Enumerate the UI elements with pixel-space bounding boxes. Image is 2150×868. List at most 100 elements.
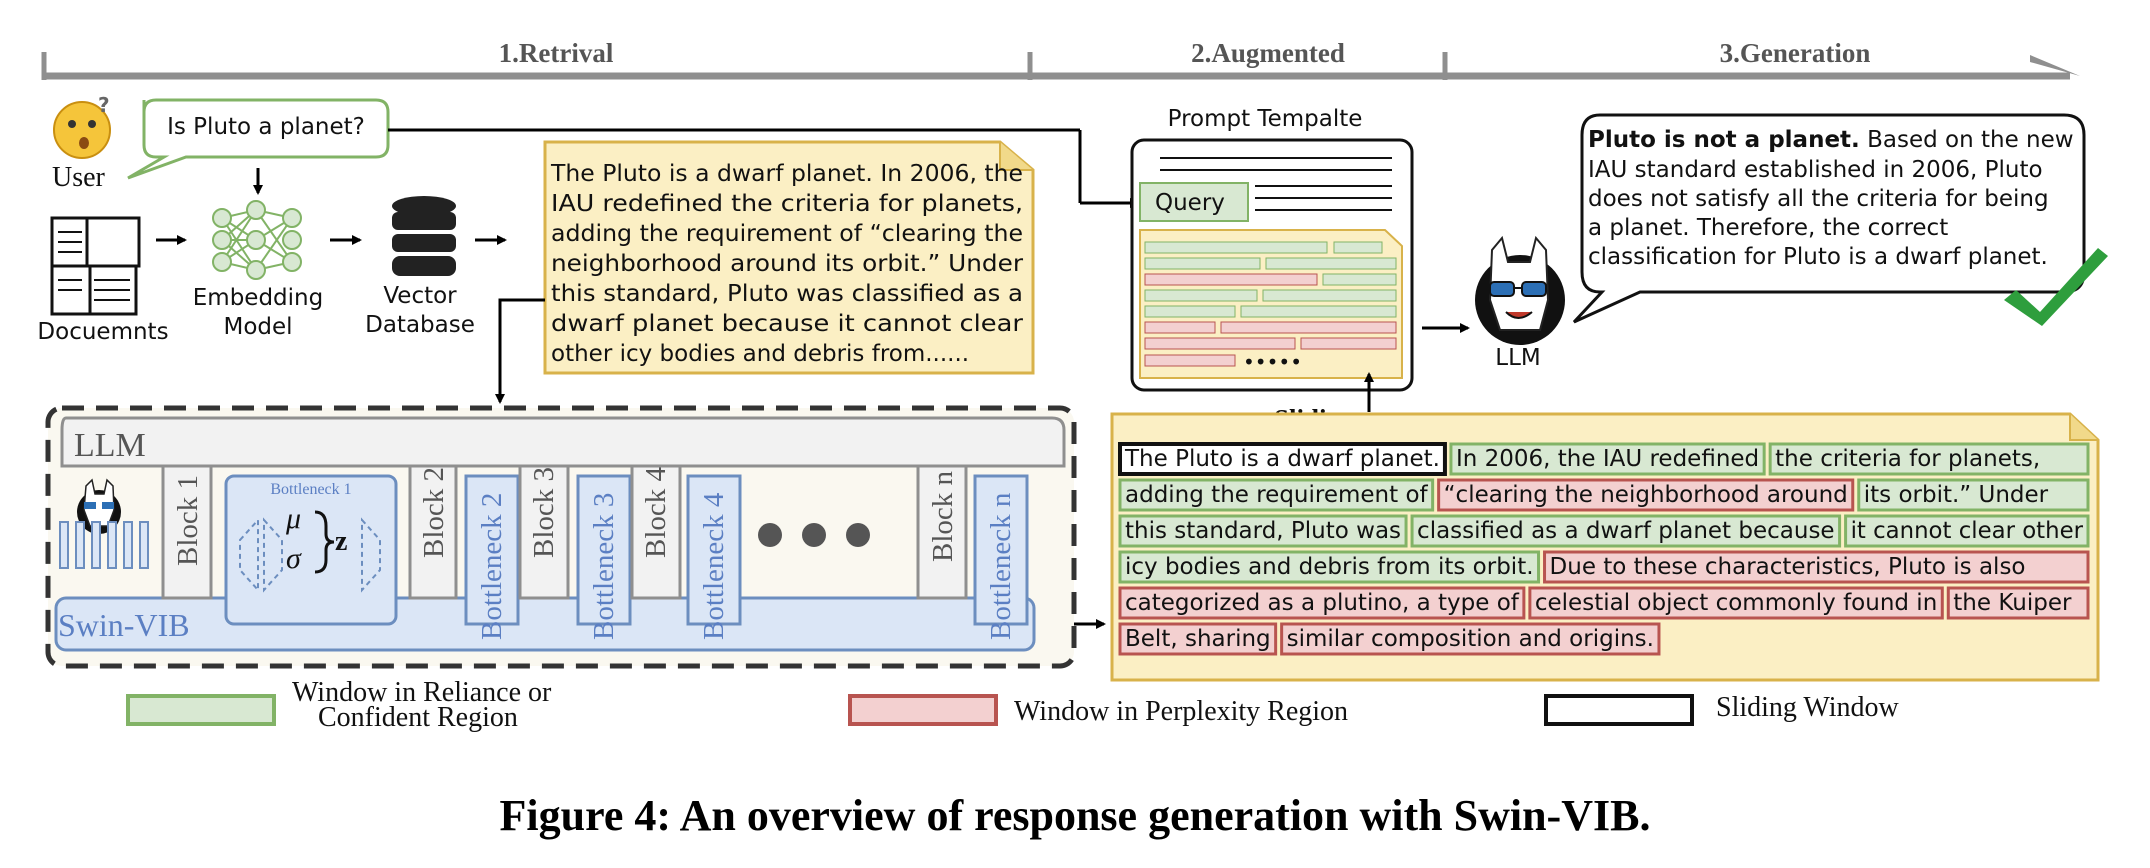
swin-vib-model-panel: LLM Swin-VIB Block 1 Block 2 Block 3 Blo…	[45, 405, 1077, 669]
sliding-segment-text: categorized as a plutino, a type of	[1125, 590, 1520, 616]
sliding-segment-text: Belt, sharing	[1125, 626, 1271, 652]
sliding-segment-box	[1946, 586, 2090, 620]
prompt-template-title: Prompt Tempalte	[1168, 106, 1363, 132]
database-icon	[392, 196, 456, 276]
vector-db-label-line1: Vector	[383, 283, 457, 309]
legend-black-label: Sliding Window	[1716, 692, 1899, 723]
llm-bar	[60, 416, 1066, 468]
sliding-segment-text: classified as a dwarf planet because	[1417, 518, 1835, 544]
block-n	[916, 464, 968, 600]
sliding-window-segments: The Pluto is a dwarf planet. In 2006, the…	[1118, 442, 2090, 656]
sliding-segment-text: Due to these characteristics, Pluto is a…	[1550, 554, 2026, 580]
ellipsis-dot	[758, 523, 782, 547]
sliding-segment-text: it cannot clear other	[1851, 518, 2084, 544]
sliding-segment-green: it cannot clear other	[1844, 514, 2090, 548]
retrieved-doc-line: IAU redefined the criteria for planets,	[551, 191, 1023, 217]
query-slot	[1139, 182, 1249, 222]
doc-to-model-arrow	[495, 298, 545, 404]
checkmark-icon	[2004, 248, 2108, 326]
phase-timeline: 1.Retrival 2.Augmented 3.Generation	[41, 38, 2080, 80]
legend-black-swatch	[1544, 694, 1694, 726]
block-label: Block 1	[172, 475, 204, 566]
llm-label: LLM	[1495, 345, 1540, 371]
mu-symbol: μ	[285, 502, 301, 535]
sliding-segment-box	[1768, 442, 2090, 476]
legend: Window in Reliance or Confident Region W…	[126, 677, 1899, 733]
sliding-segment-box	[1118, 550, 1541, 584]
ellipsis-dot	[802, 523, 826, 547]
bottleneck-1-label: Bottleneck 1	[270, 481, 351, 498]
retrieved-document: The Pluto is a dwarf planet. In 2006, th…	[543, 140, 1035, 375]
phase-label-generation: 3.Generation	[1720, 38, 1871, 68]
sigma-symbol: σ	[286, 542, 302, 575]
sliding-segment-text: its orbit.” Under	[1864, 482, 2049, 508]
answer-line: does not satisfy all the criteria for be…	[1588, 186, 2049, 212]
answer-line: IAU standard established in 2006, Pluto	[1588, 157, 2043, 183]
sliding-segment-box	[1118, 586, 1526, 620]
sliding-segment-green: the criteria for planets,	[1768, 442, 2090, 476]
retrieved-doc-line: dwarf planet because it cannot clear	[551, 311, 1024, 337]
answer-bubble: Pluto is not a planet. Based on the new …	[1572, 113, 2086, 324]
retrieved-doc-line: The Pluto is a dwarf planet. In 2006, th…	[550, 161, 1023, 187]
sliding-segment-box	[1118, 514, 1408, 548]
thinking-face-icon	[53, 101, 111, 159]
sliding-segment-text: the Kuiper	[1953, 590, 2072, 616]
question-bubble: Is Pluto a planet?	[127, 98, 390, 180]
sliding-segment-red: similar composition and origins.	[1280, 622, 1661, 656]
sliding-segment-box	[1844, 514, 2090, 548]
user-question: Is Pluto a planet?	[167, 114, 365, 140]
answer-first-rest: Based on the new	[1860, 127, 2074, 153]
block-label: Block n	[927, 470, 959, 562]
block-label: Block 4	[640, 466, 672, 558]
sliding-segment-box	[1410, 514, 1842, 548]
sliding-segment-text: celestial object commonly found in	[1535, 590, 1937, 616]
bottleneck-2	[464, 474, 520, 626]
sliding-segment-text: The Pluto is a dwarf planet.	[1124, 446, 1440, 472]
documents-icon	[50, 216, 141, 316]
vector-db-label-line2: Database	[365, 312, 475, 338]
answer-line: a planet. Therefore, the correct	[1588, 215, 1948, 241]
sliding-segment-text: this standard, Pluto was	[1125, 518, 1401, 544]
sliding-segment-red: categorized as a plutino, a type of	[1118, 586, 1526, 620]
answer-bold: Pluto is not a planet.	[1588, 127, 1860, 153]
query-slot-label: Query	[1155, 190, 1225, 216]
retrieved-doc-line: this standard, Pluto was classified as a	[551, 281, 1023, 307]
prompt-template: Query •••••	[1130, 138, 1414, 392]
sliding-segment-green: icy bodies and debris from its orbit.	[1118, 550, 1541, 584]
block-2	[408, 464, 458, 600]
bottleneck-label: Bottleneck 2	[476, 493, 508, 640]
figure-caption: Figure 4: An overview of response genera…	[500, 791, 1651, 840]
answer-line: classification for Pluto is a dwarf plan…	[1588, 244, 2048, 270]
sliding-segment-green: its orbit.” Under	[1857, 478, 2090, 512]
ellipsis-dot	[846, 523, 870, 547]
z-symbol: z	[335, 526, 347, 557]
question-mark-icon: ?	[98, 93, 110, 117]
sliding-segment-green: In 2006, the IAU redefined	[1449, 442, 1766, 476]
token-bars-icon	[59, 521, 149, 569]
sliding-segment-box	[1449, 442, 1766, 476]
legend-green-swatch	[126, 694, 276, 726]
block-label: Block 2	[418, 467, 450, 558]
sliding-segment-box	[1118, 478, 1435, 512]
sliding-segment-box	[1118, 442, 1447, 476]
block-1	[161, 464, 213, 600]
svg-text:Pluto is not a planet. Based o: Pluto is not a planet. Based on the new	[1588, 127, 2074, 153]
bottleneck-3	[576, 474, 632, 626]
sliding-segment-text: “clearing the neighborhood around	[1444, 482, 1848, 508]
block-label: Block 3	[528, 467, 560, 558]
sliding-segment-red: the Kuiper	[1946, 586, 2090, 620]
prompt-dots: •••••	[1243, 350, 1302, 374]
sliding-segment-box	[1857, 478, 2090, 512]
sliding-segment-sliding: The Pluto is a dwarf planet.	[1118, 442, 1447, 476]
sliding-segment-text: adding the requirement of	[1125, 482, 1429, 508]
sliding-segment-box	[1437, 478, 1855, 512]
block-4	[630, 464, 682, 600]
sliding-segment-text: icy bodies and debris from its orbit.	[1125, 554, 1534, 580]
sliding-segment-red: celestial object commonly found in	[1528, 586, 1944, 620]
legend-green-line2: Confident Region	[318, 702, 518, 733]
legend-red-swatch	[848, 694, 998, 726]
bottleneck-label: Bottleneck 4	[698, 492, 730, 640]
user-label: User	[52, 162, 106, 193]
sliding-segment-text: In 2006, the IAU redefined	[1456, 446, 1759, 472]
